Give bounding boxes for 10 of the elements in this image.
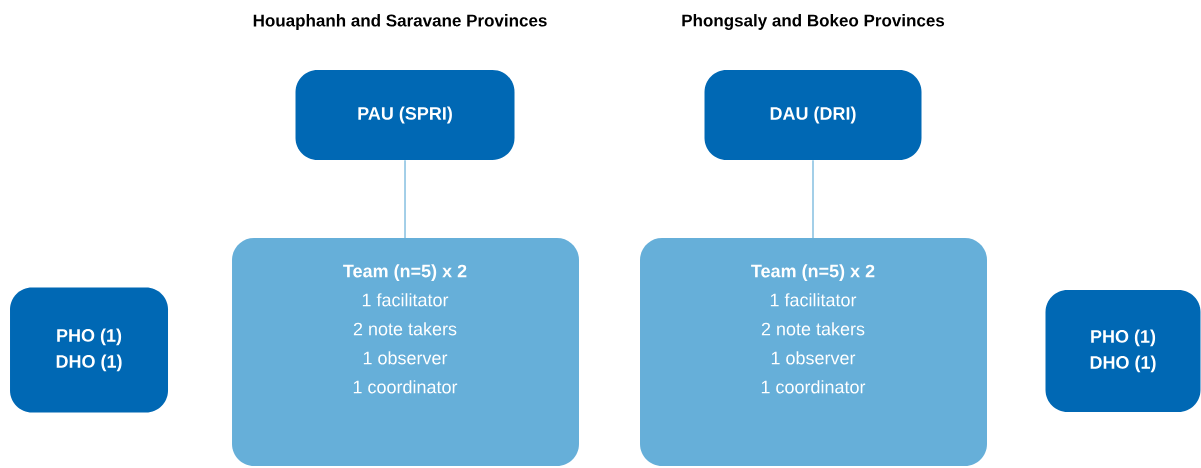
heading: Houaphanh and Saravane Provinces <box>253 14 547 30</box>
connector-line <box>404 159 406 239</box>
unit-box: PHO (1) DHO (1) <box>1045 290 1201 412</box>
connector-line <box>812 159 814 239</box>
unit-box: PHO (1) DHO (1) <box>10 287 168 413</box>
heading: Phongsaly and Bokeo Provinces <box>682 14 945 30</box>
unit-box: DAU (DRI) <box>704 70 922 160</box>
team-box: Team (n=5) x 2 1 facilitator 2 note takers 1 observer 1 coordinator <box>640 238 987 466</box>
team-box: Team (n=5) x 2 1 facilitator 2 note takers 1 observer 1 coordinator <box>232 238 579 466</box>
unit-box: PAU (SPRI) <box>295 70 515 160</box>
